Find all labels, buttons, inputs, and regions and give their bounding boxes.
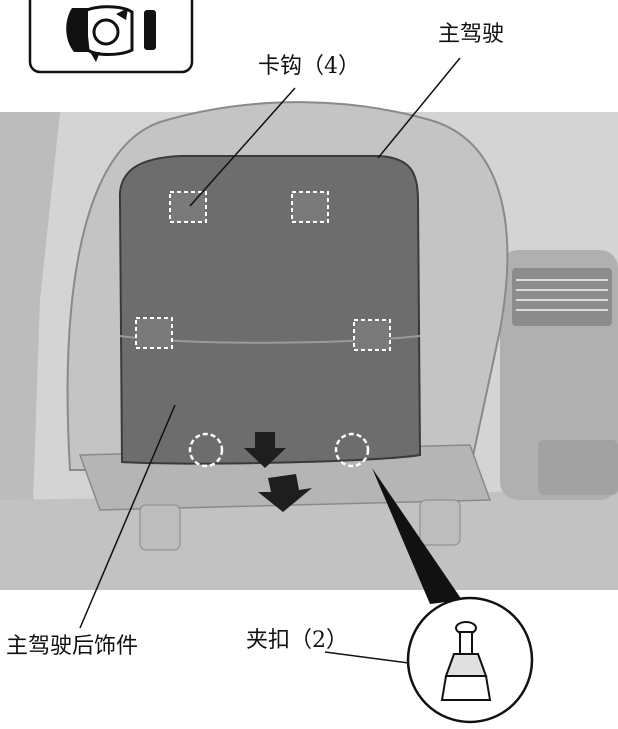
- clip-marker-right: [334, 432, 370, 468]
- pull-arrow-icon: [258, 474, 312, 512]
- seat-leg-right: [419, 499, 461, 546]
- seat-icon-box: [28, 0, 194, 74]
- seat-leg-left: [139, 504, 181, 551]
- label-rear-trim: 主驾驶后饰件: [6, 634, 139, 659]
- hook-marker-mid-right: [353, 319, 391, 351]
- rear-trim-panel: [118, 155, 422, 465]
- left-interior-panel: [0, 112, 60, 590]
- label-hooks: 卡钩（4）: [258, 54, 360, 79]
- label-clips: 夹扣（2）: [246, 628, 348, 653]
- seat-back-removal-icon: [66, 5, 156, 62]
- clip-detail-icon: [440, 621, 492, 701]
- console-pocket: [538, 440, 618, 495]
- label-driver-seat: 主驾驶: [438, 22, 505, 47]
- hook-marker-top-right: [291, 191, 329, 223]
- down-arrow-icon: [244, 432, 286, 468]
- leader-driver-seat: [377, 57, 461, 159]
- hook-marker-mid-left: [135, 317, 173, 349]
- rear-air-vent: [512, 268, 612, 326]
- clip-marker-left: [188, 432, 224, 468]
- zoom-callout-wedge: [372, 468, 462, 604]
- vent-slats: [516, 279, 608, 311]
- hook-marker-top-left: [169, 191, 207, 223]
- leader-rear-trim: [79, 404, 176, 629]
- leader-hooks: [189, 87, 296, 207]
